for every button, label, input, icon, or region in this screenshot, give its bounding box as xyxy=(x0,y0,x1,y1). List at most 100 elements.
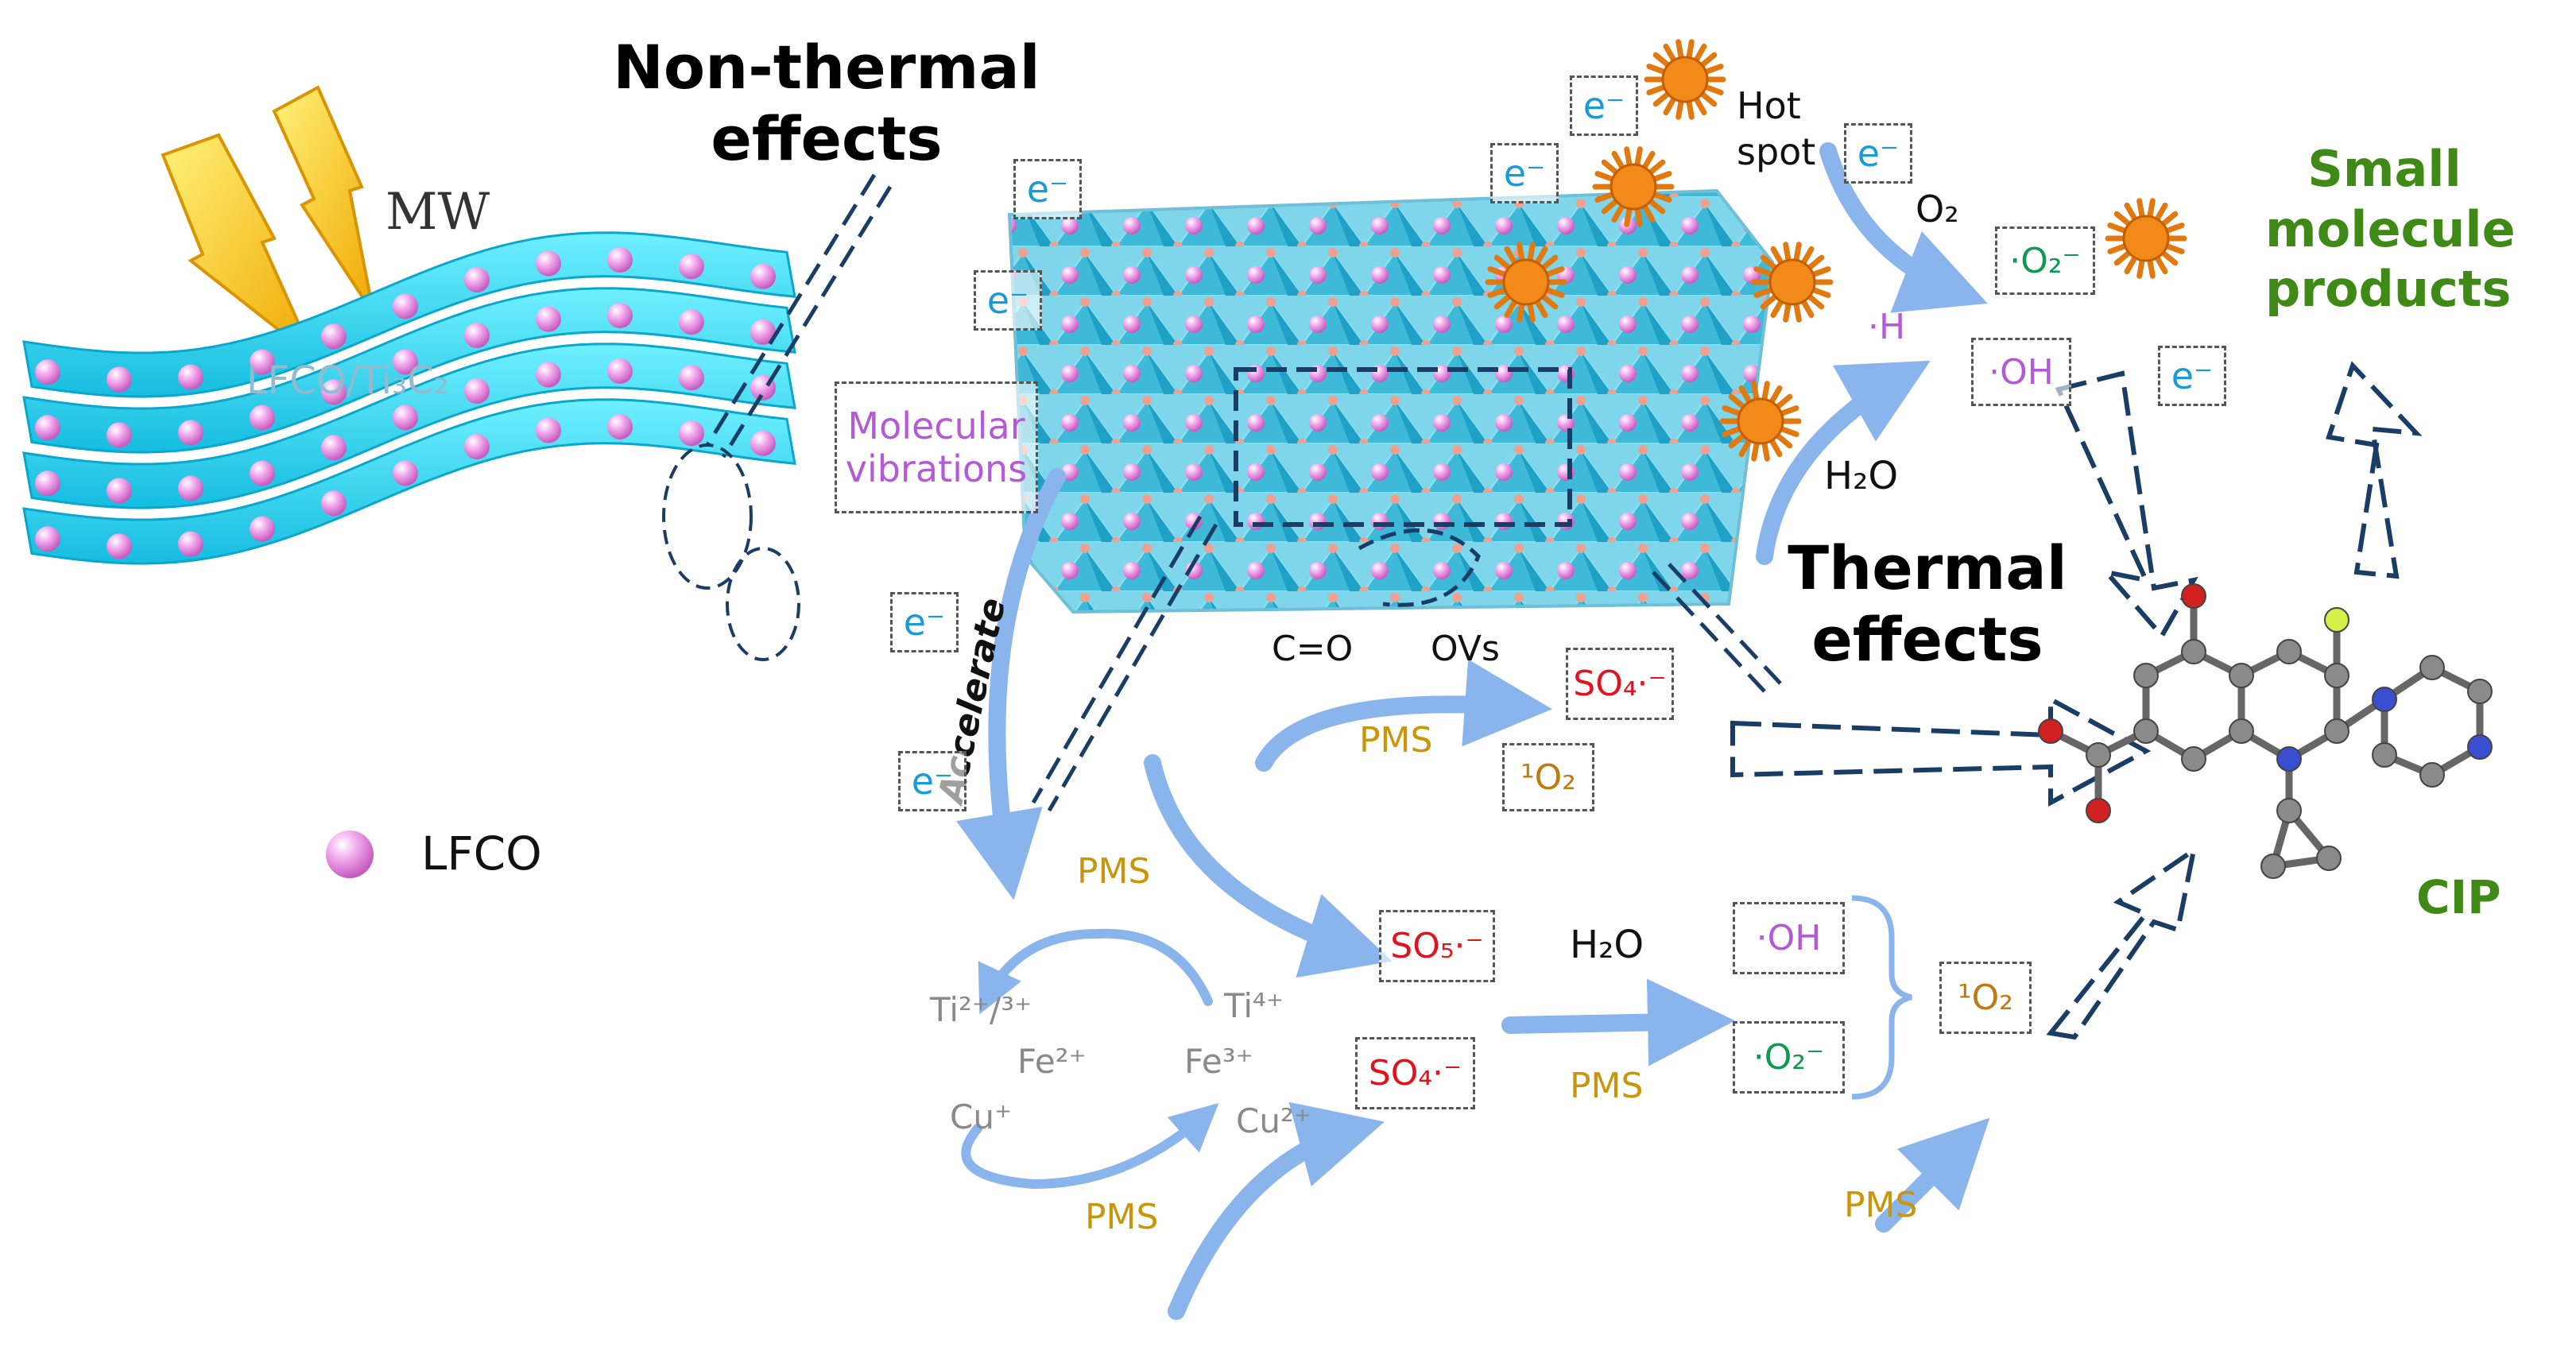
redox-right-ti: Ti⁴⁺ xyxy=(1224,986,1284,1025)
cip-atom xyxy=(2181,583,2206,609)
superoxide-box-top: ·O₂⁻ xyxy=(1995,226,2095,295)
lfco-sphere xyxy=(536,417,561,443)
cip-atom xyxy=(2038,718,2063,744)
cip-atom xyxy=(2324,718,2349,744)
c-o-label: C=O xyxy=(1272,629,1354,669)
lfco-sphere xyxy=(321,323,347,350)
lfco-sphere xyxy=(536,362,561,388)
lfco-sphere xyxy=(393,293,418,319)
hot-spot-icon xyxy=(2105,198,2187,279)
ovs-label: OVs xyxy=(1431,629,1500,669)
cip-atom xyxy=(2276,798,2302,823)
lfco-sphere xyxy=(679,309,704,335)
lfco-sphere xyxy=(393,405,418,431)
lfco-sphere xyxy=(35,526,60,552)
lfco-sphere xyxy=(178,420,203,446)
cip-atom xyxy=(2133,663,2159,688)
cip-atom xyxy=(2229,663,2254,688)
hot-spot-icon xyxy=(1719,381,1802,462)
lfco-sphere xyxy=(107,478,132,504)
lfco-sphere xyxy=(107,422,132,448)
cip-molecule-structure xyxy=(2038,583,2493,879)
pms-label-5: PMS xyxy=(1844,1185,1918,1225)
lfco-sphere xyxy=(464,323,490,349)
cip-atom xyxy=(2133,718,2159,744)
cip-atom xyxy=(2316,846,2342,871)
lfco-sphere xyxy=(35,415,60,441)
lfco-sphere xyxy=(750,263,776,289)
cip-atom xyxy=(2324,607,2349,633)
cip-atom xyxy=(2419,655,2445,680)
cip-atom xyxy=(2467,734,2493,760)
hot-spot-icon xyxy=(1592,146,1675,227)
lfco-sphere xyxy=(607,303,633,329)
mw-label: MW xyxy=(385,183,490,242)
lfco-sphere xyxy=(679,365,704,391)
electron-box-2: e⁻ xyxy=(974,270,1042,331)
singlet-oxygen-box-top: ¹O₂ xyxy=(1502,743,1594,811)
pms-label-1: PMS xyxy=(1359,720,1433,761)
lfco-sphere xyxy=(464,378,490,405)
cip-label: CIP xyxy=(2416,870,2501,924)
lfco-sphere xyxy=(250,405,275,431)
hot-spot-icon xyxy=(1751,242,1834,323)
lfco-sphere xyxy=(750,430,776,456)
cip-atom xyxy=(2086,742,2111,768)
cip-atom xyxy=(2419,762,2445,788)
lfco-sphere xyxy=(250,516,275,542)
material-label: LFCO/Ti₃C₂ xyxy=(246,358,449,403)
electron-box-8: e⁻ xyxy=(2158,346,2226,406)
lfco-sphere xyxy=(607,414,633,440)
pointer-ellipses xyxy=(662,443,800,661)
redox-left-cu: Cu⁺ xyxy=(950,1097,1013,1136)
lfco-legend-sphere xyxy=(326,830,374,878)
lfco-sphere xyxy=(607,358,633,385)
singlet-oxygen-box-bottom: ¹O₂ xyxy=(1939,962,2032,1034)
lfco-sphere xyxy=(464,267,490,293)
lfco-sphere xyxy=(393,460,418,486)
cip-atom xyxy=(2276,639,2302,664)
sulfate-box-bottom: SO₄·⁻ xyxy=(1355,1037,1475,1109)
electron-box-7: e⁻ xyxy=(1844,123,1912,184)
electron-box-5: e⁻ xyxy=(1490,143,1559,203)
so5-box: SO₅·⁻ xyxy=(1379,910,1495,982)
cip-atom xyxy=(2260,854,2286,879)
lfco-sphere xyxy=(750,319,776,345)
redox-right-cu: Cu²⁺ xyxy=(1236,1101,1311,1140)
lfco-sphere xyxy=(536,250,561,277)
lfco-sphere xyxy=(536,306,561,332)
lfco-sphere xyxy=(464,434,490,460)
pms-label-3: PMS xyxy=(1085,1197,1159,1237)
electron-box-6: e⁻ xyxy=(1570,75,1638,136)
h2o-label-bottom: H₂O xyxy=(1570,923,1644,967)
hydroxyl-box-bottom: ·OH xyxy=(1733,902,1845,974)
lfco-sphere xyxy=(321,435,347,461)
lfco-sphere xyxy=(250,460,275,486)
lfco-sphere xyxy=(35,359,60,385)
electron-box-3: e⁻ xyxy=(890,592,959,652)
hydroxyl-box-top: ·OH xyxy=(1971,338,2071,406)
h-radical-label: ·H xyxy=(1868,307,1906,347)
dashed-connectors xyxy=(705,173,1782,812)
cip-atom xyxy=(2181,639,2206,664)
cip-atom xyxy=(2372,742,2397,768)
lfco-sphere xyxy=(107,533,132,559)
superoxide-box-bottom: ·O₂⁻ xyxy=(1733,1021,1845,1094)
lfco-sphere xyxy=(250,349,275,375)
lfco-sphere xyxy=(178,475,203,501)
lfco-sphere xyxy=(321,490,347,517)
microwave-lightning-icon xyxy=(161,85,375,359)
lfco-sphere xyxy=(107,366,132,393)
cip-atom xyxy=(2467,679,2493,704)
cip-atom xyxy=(2276,746,2302,772)
hot-spot-icon xyxy=(1644,39,1726,120)
lfco-sphere xyxy=(321,379,347,405)
lfco-legend-label: LFCO xyxy=(421,826,542,881)
cip-atom xyxy=(2229,718,2254,744)
lfco-ti3c2-layered-sheets xyxy=(22,231,796,565)
